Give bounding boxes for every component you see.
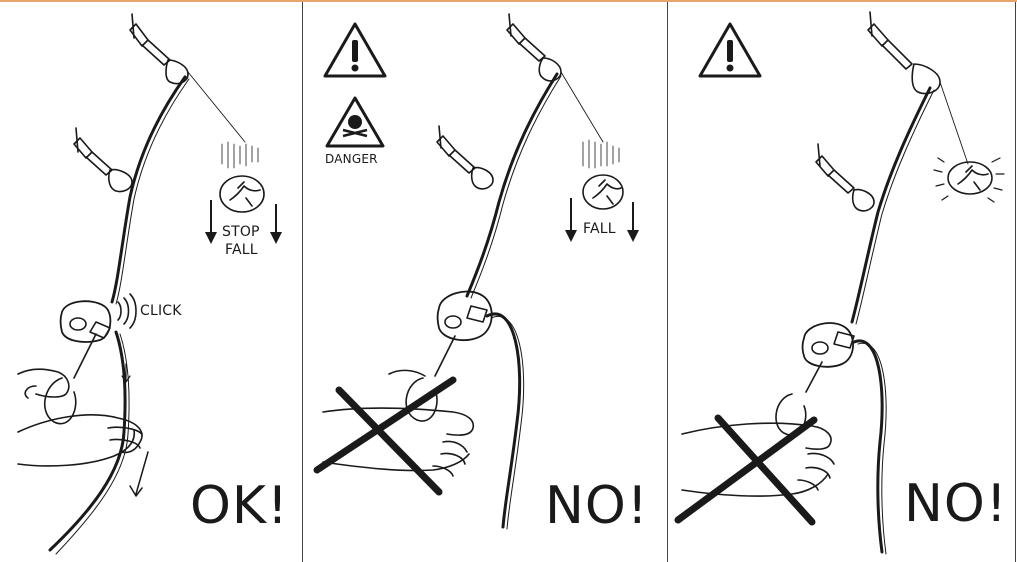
falling-climber-icon (934, 158, 1004, 202)
verdict-no-1: NO! (545, 476, 649, 536)
danger-label: DANGER (325, 152, 378, 166)
carabiner-icon (868, 12, 940, 94)
fall-label: FALL (583, 221, 616, 237)
belay-device-icon (61, 301, 111, 342)
falling-climber-icon (220, 142, 264, 212)
carabiner-icon (507, 14, 561, 81)
stop-label: STOP (222, 224, 260, 240)
hand-icon (323, 370, 473, 476)
carabiner-icon (130, 14, 188, 84)
panel-divider-right (1015, 2, 1016, 562)
verdict-no-2: NO! (904, 474, 1008, 534)
belay-device-icon (803, 323, 855, 367)
falling-climber-icon (583, 140, 623, 209)
danger-skull-icon (327, 98, 383, 146)
fall-label: FALL (225, 242, 258, 258)
cross-out-icon (317, 380, 453, 492)
cross-out-icon (678, 418, 814, 522)
carabiner-icon (437, 126, 493, 189)
warning-triangle-icon (325, 24, 385, 76)
panel-no-1: DANGER FALL NO! (303, 2, 667, 562)
belay-device-icon (438, 292, 492, 341)
hand-icon (18, 369, 69, 398)
click-label: CLICK (140, 303, 182, 319)
panel-ok: STOP FALL CLICK OK! (0, 2, 302, 562)
verdict-ok: OK! (190, 476, 289, 536)
carabiner-icon (816, 144, 874, 211)
warning-triangle-icon (700, 24, 760, 76)
panel-no-2: NO! (668, 2, 1015, 562)
carabiner-icon (74, 128, 132, 192)
